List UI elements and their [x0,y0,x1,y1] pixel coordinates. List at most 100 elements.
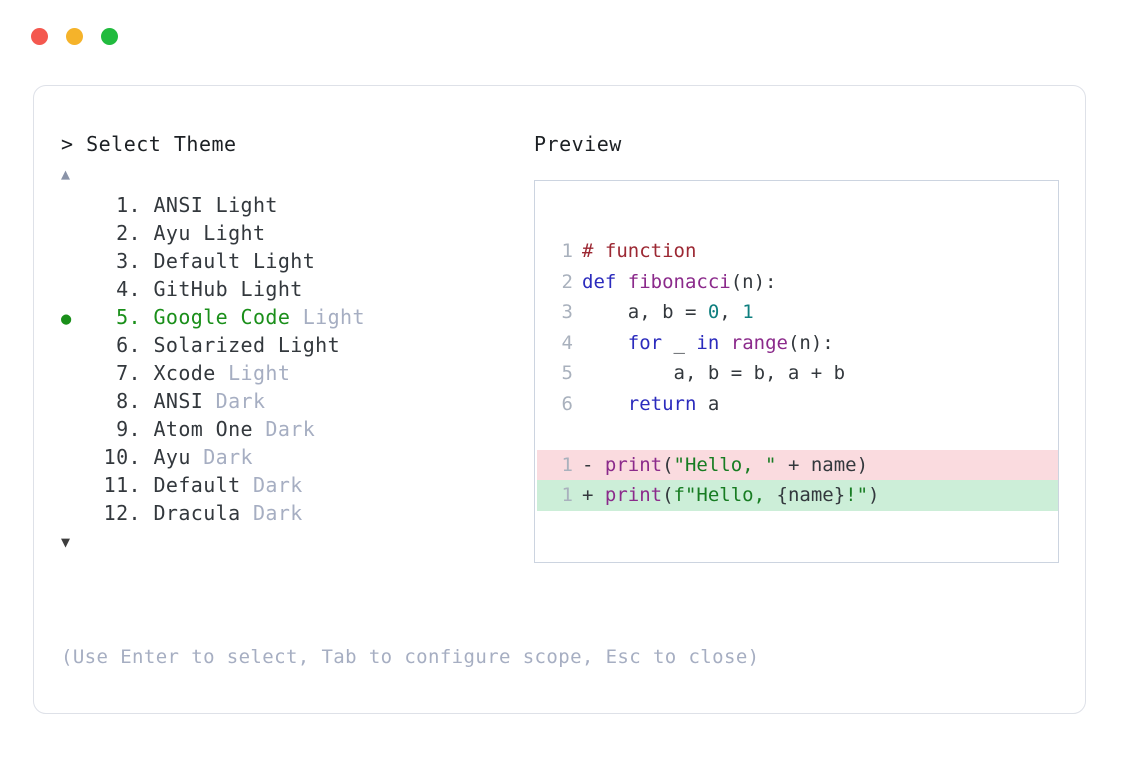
theme-item-variant: Dark [203,389,266,413]
theme-item-name: Atom One [141,417,253,441]
theme-item-name: Ayu Light [141,221,266,245]
theme-list-item[interactable]: 12. Dracula Dark [61,499,531,527]
bullet-placeholder [61,501,89,529]
code-line-number: 3 [561,301,573,323]
code-token: a, b = [582,301,708,323]
code-token: f"Hello, [673,484,777,506]
bullet-placeholder [61,417,89,445]
scroll-up-arrow[interactable]: ▲ [61,165,71,183]
theme-list-item[interactable]: 8. ANSI Dark [61,387,531,415]
bullet-placeholder [61,277,89,305]
theme-item-variant: Dark [240,501,303,525]
theme-item-variant: Dark [190,445,253,469]
theme-list-item[interactable]: ● 5. Google Code Light [61,303,531,331]
theme-item-variant: Dark [240,473,303,497]
select-theme-prompt: > Select Theme [61,132,237,156]
code-line: 2 def fibonacci(n): [537,267,1058,298]
preview-box: 1 # function 2 def fibonacci(n): 3 a, b = 0,… [534,180,1059,563]
code-blank-line [537,419,1058,450]
code-token: a, b = b, a + b [582,362,846,384]
theme-item-number: 1. [116,193,141,217]
theme-list-item[interactable]: 11. Default Dark [61,471,531,499]
theme-item-number: 11. [103,473,141,497]
code-token: _ [662,331,697,354]
code-token: {name} [776,484,846,506]
diff-marker: + [582,484,605,506]
theme-item-name: Default Light [141,249,316,273]
code-line-number: 1 [561,240,573,262]
bullet-placeholder [61,445,89,473]
bullet-placeholder [61,221,89,249]
theme-list-item[interactable]: 2. Ayu Light [61,219,531,247]
theme-picker-card: > Select Theme ▲ 1. ANSI Light 2. Ayu Li… [33,85,1086,714]
code-token: # function [582,240,697,262]
theme-item-name: Google Code [141,305,291,329]
code-token: fibonacci [627,270,731,293]
scroll-down-arrow[interactable]: ▼ [61,533,71,551]
theme-item-variant: Light [215,361,291,385]
code-token [582,332,628,354]
theme-item-name: Xcode [141,361,216,385]
window-titlebar [0,0,1129,72]
theme-item-number: 5. [116,305,141,329]
preview-label: Preview [534,132,622,156]
preview-panel: Preview 1 # function 2 def fibonacci(n): 3 a… [534,131,1064,563]
diff-marker: - [582,453,605,476]
theme-item-name: ANSI [141,389,204,413]
theme-list-item[interactable]: 6. Solarized Light [61,331,531,359]
theme-list-item[interactable]: 1. ANSI Light [61,191,531,219]
code-token [582,393,628,415]
diff-line-removed: 1- print("Hello, " + name) [537,449,1058,481]
close-dot[interactable] [31,27,48,45]
bullet-placeholder [61,193,89,221]
code-token: "Hello, " [673,453,777,476]
code-line: 1 # function [537,236,1058,267]
code-token: a [696,392,720,415]
theme-item-number: 9. [116,417,141,441]
theme-list-item[interactable]: 9. Atom One Dark [61,415,531,443]
theme-item-variant: Light [290,305,365,329]
theme-item-number: 6. [116,333,141,357]
theme-item-name: Dracula [141,501,241,525]
code-token: (n): [787,331,834,354]
code-token: 0 [707,301,720,323]
code-token: for [627,331,663,354]
code-token: , [719,301,743,323]
code-token: return [627,392,697,415]
code-block: 1 # function 2 def fibonacci(n): 3 a, b = 0,… [537,236,1058,511]
code-token: 1 [742,301,754,323]
bullet-placeholder [61,249,89,277]
code-token: in [696,331,720,354]
code-line-content: - print("Hello, " + name) [582,450,868,481]
code-line: 6 return a [537,389,1058,420]
code-token: + name) [776,453,869,476]
code-line-content: def fibonacci(n): [582,267,776,298]
theme-item-number: 8. [116,389,141,413]
code-line-content: # function [582,236,696,267]
code-line-number: 1 [561,484,573,506]
code-line-content: a, b = b, a + b [582,358,846,389]
theme-list-item[interactable]: 10. Ayu Dark [61,443,531,471]
code-line-content: for _ in range(n): [582,328,834,359]
theme-list-item[interactable]: 7. Xcode Light [61,359,531,387]
theme-list: 1. ANSI Light 2. Ayu Light 3. Default Li… [61,191,531,527]
maximize-dot[interactable] [101,27,118,45]
selected-bullet-icon: ● [61,309,72,329]
theme-item-name: Default [141,473,241,497]
code-line-content: return a [582,389,720,420]
theme-list-item[interactable]: 3. Default Light [61,247,531,275]
theme-item-name: ANSI Light [141,193,278,217]
code-line-content: + print(f"Hello, {name}!") [582,480,879,511]
theme-item-number: 7. [116,361,141,385]
code-token: (n): [730,270,777,293]
code-token: ) [868,484,880,506]
diff-line-added: 1 + print(f"Hello, {name}!") [537,480,1058,511]
theme-item-number: 2. [116,221,141,245]
minimize-dot[interactable] [66,27,83,45]
theme-item-number: 4. [116,277,141,301]
theme-item-number: 3. [116,249,141,273]
code-line-number: 2 [561,270,573,293]
theme-item-number: 12. [103,501,141,525]
theme-list-item[interactable]: 4. GitHub Light [61,275,531,303]
code-token: ( [662,484,674,506]
